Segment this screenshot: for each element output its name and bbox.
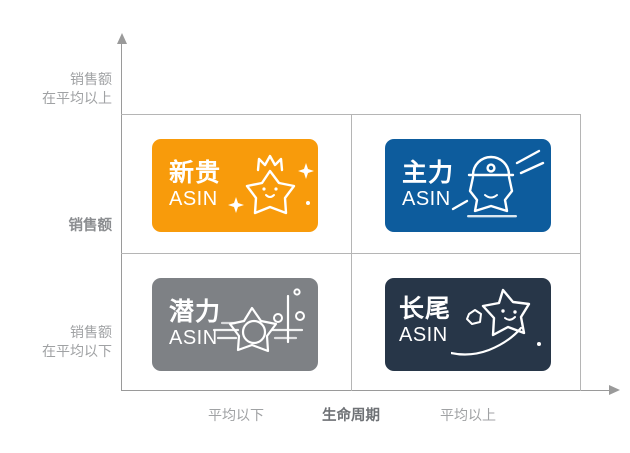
grid-line-right xyxy=(580,114,581,391)
quadrant-card-main-asin[interactable]: 主力 ASIN xyxy=(385,139,551,232)
swoosh-star-icon xyxy=(451,288,541,356)
card-label-group: 长尾 ASIN xyxy=(399,295,451,347)
helmet-star-icon xyxy=(451,149,545,218)
y-axis-title: 销售额 xyxy=(68,218,113,234)
y-axis-label-below-average: 销售额 在平均以下 xyxy=(42,324,112,359)
quadrant-card-potential-asin[interactable]: 潜力 ASIN xyxy=(152,278,318,371)
card-label-group: 潜力 ASIN xyxy=(169,298,221,350)
card-subtitle: ASIN xyxy=(399,324,448,346)
card-subtitle: ASIN xyxy=(402,188,451,210)
quadrant-card-long-tail-asin[interactable]: 长尾 ASIN xyxy=(385,278,551,371)
x-axis-title: 生命周期 xyxy=(322,408,380,424)
orbit-star-icon xyxy=(212,288,305,353)
card-title: 新贵 xyxy=(169,159,222,187)
grid-line-middle xyxy=(121,253,580,254)
quadrant-card-new-asin[interactable]: 新贵 ASIN xyxy=(152,139,318,232)
crowned-star-icon xyxy=(228,154,314,215)
x-axis-arrow-icon xyxy=(609,385,620,395)
y-axis-label-above-average: 销售额 在平均以上 xyxy=(42,71,112,106)
card-title: 主力 xyxy=(402,159,455,187)
card-subtitle: ASIN xyxy=(169,188,218,210)
card-title: 长尾 xyxy=(399,295,452,323)
card-label-group: 新贵 ASIN xyxy=(169,159,221,211)
x-axis-label-below-average: 平均以下 xyxy=(208,407,264,423)
y-axis-arrow-icon xyxy=(117,33,127,44)
card-title: 潜力 xyxy=(169,298,222,326)
grid-line-vertical-divider xyxy=(351,114,352,391)
x-axis-line xyxy=(121,390,610,391)
y-axis-line xyxy=(121,43,122,391)
card-subtitle: ASIN xyxy=(169,327,218,349)
card-label-group: 主力 ASIN xyxy=(402,159,454,211)
x-axis-label-above-average: 平均以上 xyxy=(440,407,496,423)
grid-line-top xyxy=(121,114,580,115)
